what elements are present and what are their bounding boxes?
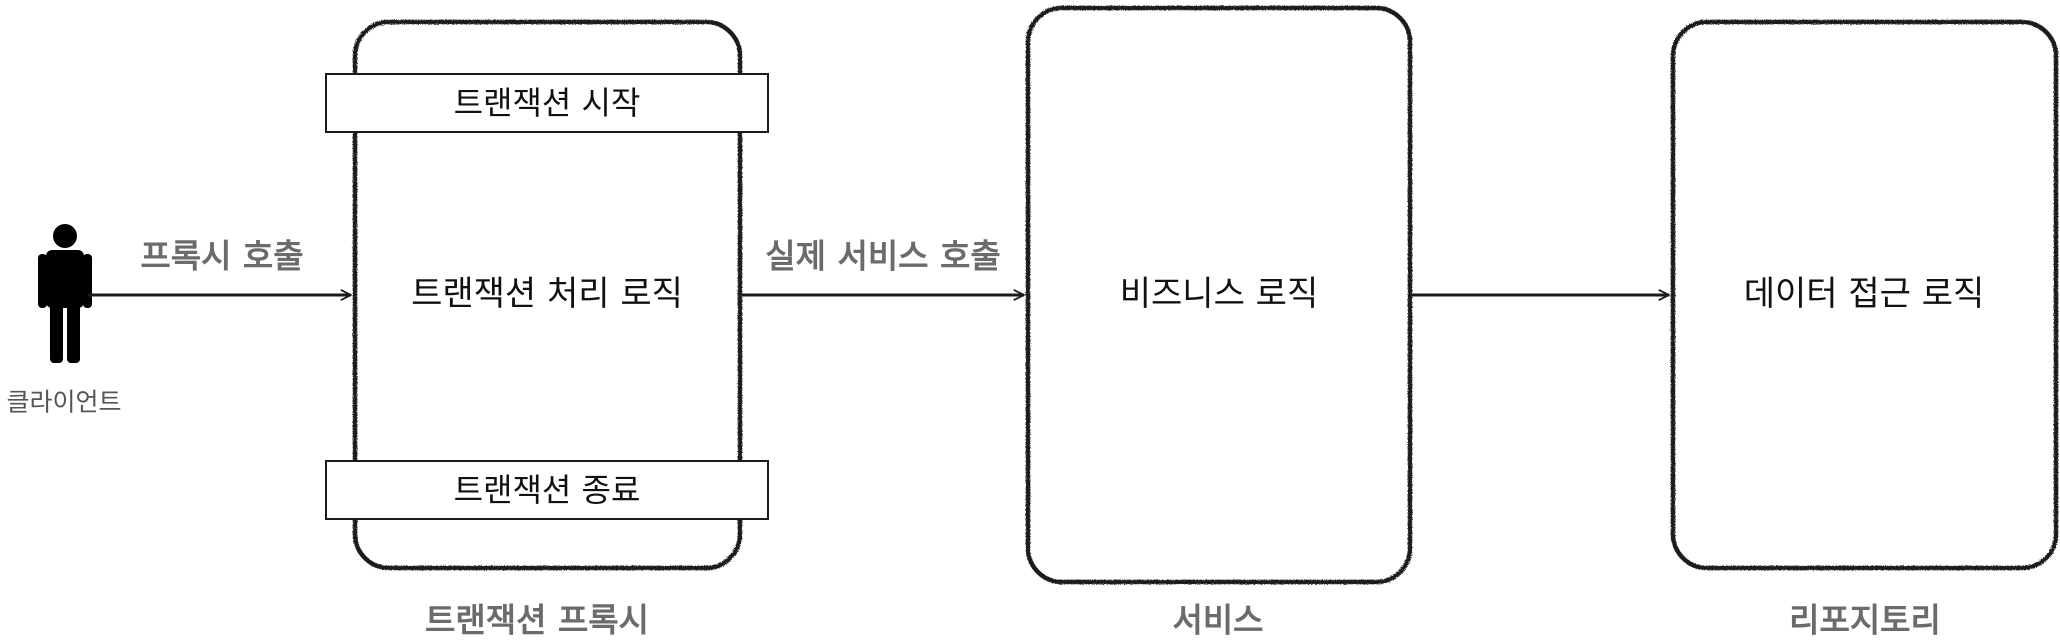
proxy-box [352,19,743,571]
proxy-caption: 트랜잭션 프록시 [424,600,650,640]
proxy-logic-label: 트랜잭션 처리 로직 [411,274,683,314]
proxy-call-label: 프록시 호출 [140,236,304,276]
real-service-call-label: 실제 서비스 호출 [765,236,1001,276]
transaction-end-bar [325,460,769,520]
service-box [1025,5,1413,585]
transaction-start-bar [325,73,769,133]
service-caption: 서비스 [1172,600,1264,640]
transaction-end-label: 트랜잭션 종료 [453,471,641,509]
client-label: 클라이언트 [6,387,122,417]
service-logic-label: 비즈니스 로직 [1119,274,1319,314]
person-icon [38,224,92,363]
repository-logic-label: 데이터 접근 로직 [1743,274,1985,314]
repository-caption: 리포지토리 [1789,600,1941,640]
transaction-start-label: 트랜잭션 시작 [453,84,641,122]
repository-box [1670,19,2059,571]
